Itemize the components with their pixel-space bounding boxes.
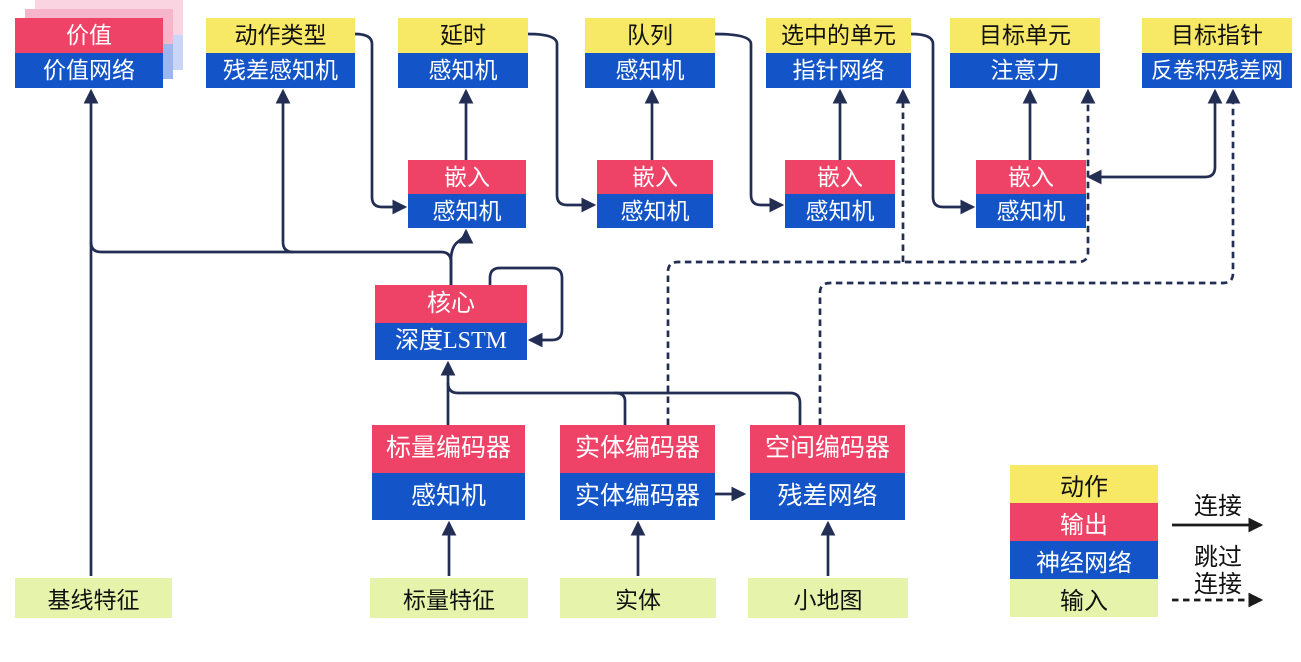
embed1-network: 感知机 — [408, 194, 526, 228]
entity-encoder-network: 实体编码器 — [560, 472, 715, 520]
legend-skip-label-line2: 连接 — [1194, 571, 1242, 598]
entity-encoder-title: 实体编码器 — [560, 425, 715, 473]
legend-input-row: 输入 — [1010, 579, 1158, 617]
embed4-network: 感知机 — [976, 194, 1086, 228]
wire-core-to-embed1 — [449, 228, 474, 285]
skip-spatial-to-deconv — [818, 88, 1241, 425]
spatial-encoder-node: 空间编码器 残差网络 — [750, 425, 905, 520]
selected-units-head: 选中的单元 指针网络 — [766, 18, 911, 88]
embed3-network: 感知机 — [785, 194, 895, 228]
delay-head: 延时 感知机 — [398, 18, 528, 88]
wire-core-self-loop — [488, 266, 564, 348]
value-head: 价值 价值网络 — [15, 18, 163, 88]
action-type-title: 动作类型 — [206, 18, 355, 53]
selected-units-title: 选中的单元 — [766, 18, 911, 53]
core-network: 深度LSTM — [375, 322, 527, 360]
scalar-features-input: 标量特征 — [370, 578, 528, 618]
embed4-node: 嵌入 感知机 — [976, 160, 1086, 228]
skip-entity-to-attention — [666, 88, 1096, 425]
wire-action-type-to-embed1 — [354, 32, 408, 215]
core-title: 核心 — [375, 285, 527, 323]
embed2-title: 嵌入 — [597, 160, 713, 194]
action-type-head: 动作类型 残差感知机 — [206, 18, 355, 88]
embed2-network: 感知机 — [597, 194, 713, 228]
target-point-title: 目标指针 — [1142, 18, 1292, 53]
scalar-encoder-title: 标量编码器 — [372, 425, 525, 473]
core-node: 核心 深度LSTM — [375, 285, 527, 360]
wire-core-to-action-type — [275, 88, 294, 254]
scalar-encoder-network: 感知机 — [372, 472, 525, 520]
embed1-title: 嵌入 — [408, 160, 526, 194]
spatial-encoder-title: 空间编码器 — [750, 425, 905, 473]
delay-network: 感知机 — [398, 53, 528, 88]
wire-spatial-encoder-to-core — [446, 382, 802, 425]
wire-queue-to-embed3 — [714, 32, 785, 213]
legend-color-key: 动作 输出 神经网络 输入 — [1010, 465, 1158, 617]
legend-output-row: 输出 — [1010, 503, 1158, 541]
value-head-network: 价值网络 — [15, 53, 163, 88]
queue-title: 队列 — [585, 18, 715, 53]
queue-head: 队列 感知机 — [585, 18, 715, 88]
value-head-title: 价值 — [15, 18, 163, 53]
embed3-node: 嵌入 感知机 — [785, 160, 895, 228]
legend-skip-label-line1: 跳过 — [1194, 544, 1242, 571]
entities-input: 实体 — [560, 578, 716, 618]
queue-network: 感知机 — [585, 53, 715, 88]
wire-core-output-bus — [89, 241, 453, 285]
baseline-features-input: 基线特征 — [15, 578, 172, 618]
embed2-node: 嵌入 感知机 — [597, 160, 713, 228]
wire-embed4-target-point-link — [1086, 88, 1223, 185]
wire-entity-encoder-to-core — [614, 391, 627, 425]
embed4-title: 嵌入 — [976, 160, 1086, 194]
action-type-network: 残差感知机 — [206, 53, 355, 88]
embed3-title: 嵌入 — [785, 160, 895, 194]
selected-units-network: 指针网络 — [766, 53, 911, 88]
target-point-head: 目标指针 反卷积残差网 — [1142, 18, 1292, 88]
legend-solid-label: 连接 — [1194, 493, 1242, 520]
wire-selected-units-to-embed4 — [910, 32, 976, 215]
delay-title: 延时 — [398, 18, 528, 53]
legend-network-row: 神经网络 — [1010, 541, 1158, 579]
wire-delay-to-embed2 — [527, 32, 597, 213]
target-unit-network: 注意力 — [950, 53, 1100, 88]
legend-action-row: 动作 — [1010, 465, 1158, 503]
scalar-encoder-node: 标量编码器 感知机 — [372, 425, 525, 520]
minimap-input: 小地图 — [748, 578, 908, 618]
target-point-network: 反卷积残差网 — [1142, 53, 1292, 88]
embed1-node: 嵌入 感知机 — [408, 160, 526, 228]
entity-encoder-node: 实体编码器 实体编码器 — [560, 425, 715, 520]
target-unit-title: 目标单元 — [950, 18, 1100, 53]
spatial-encoder-network: 残差网络 — [750, 472, 905, 520]
target-unit-head: 目标单元 注意力 — [950, 18, 1100, 88]
value-head-stack: 价值 价值网络 — [15, 0, 205, 90]
